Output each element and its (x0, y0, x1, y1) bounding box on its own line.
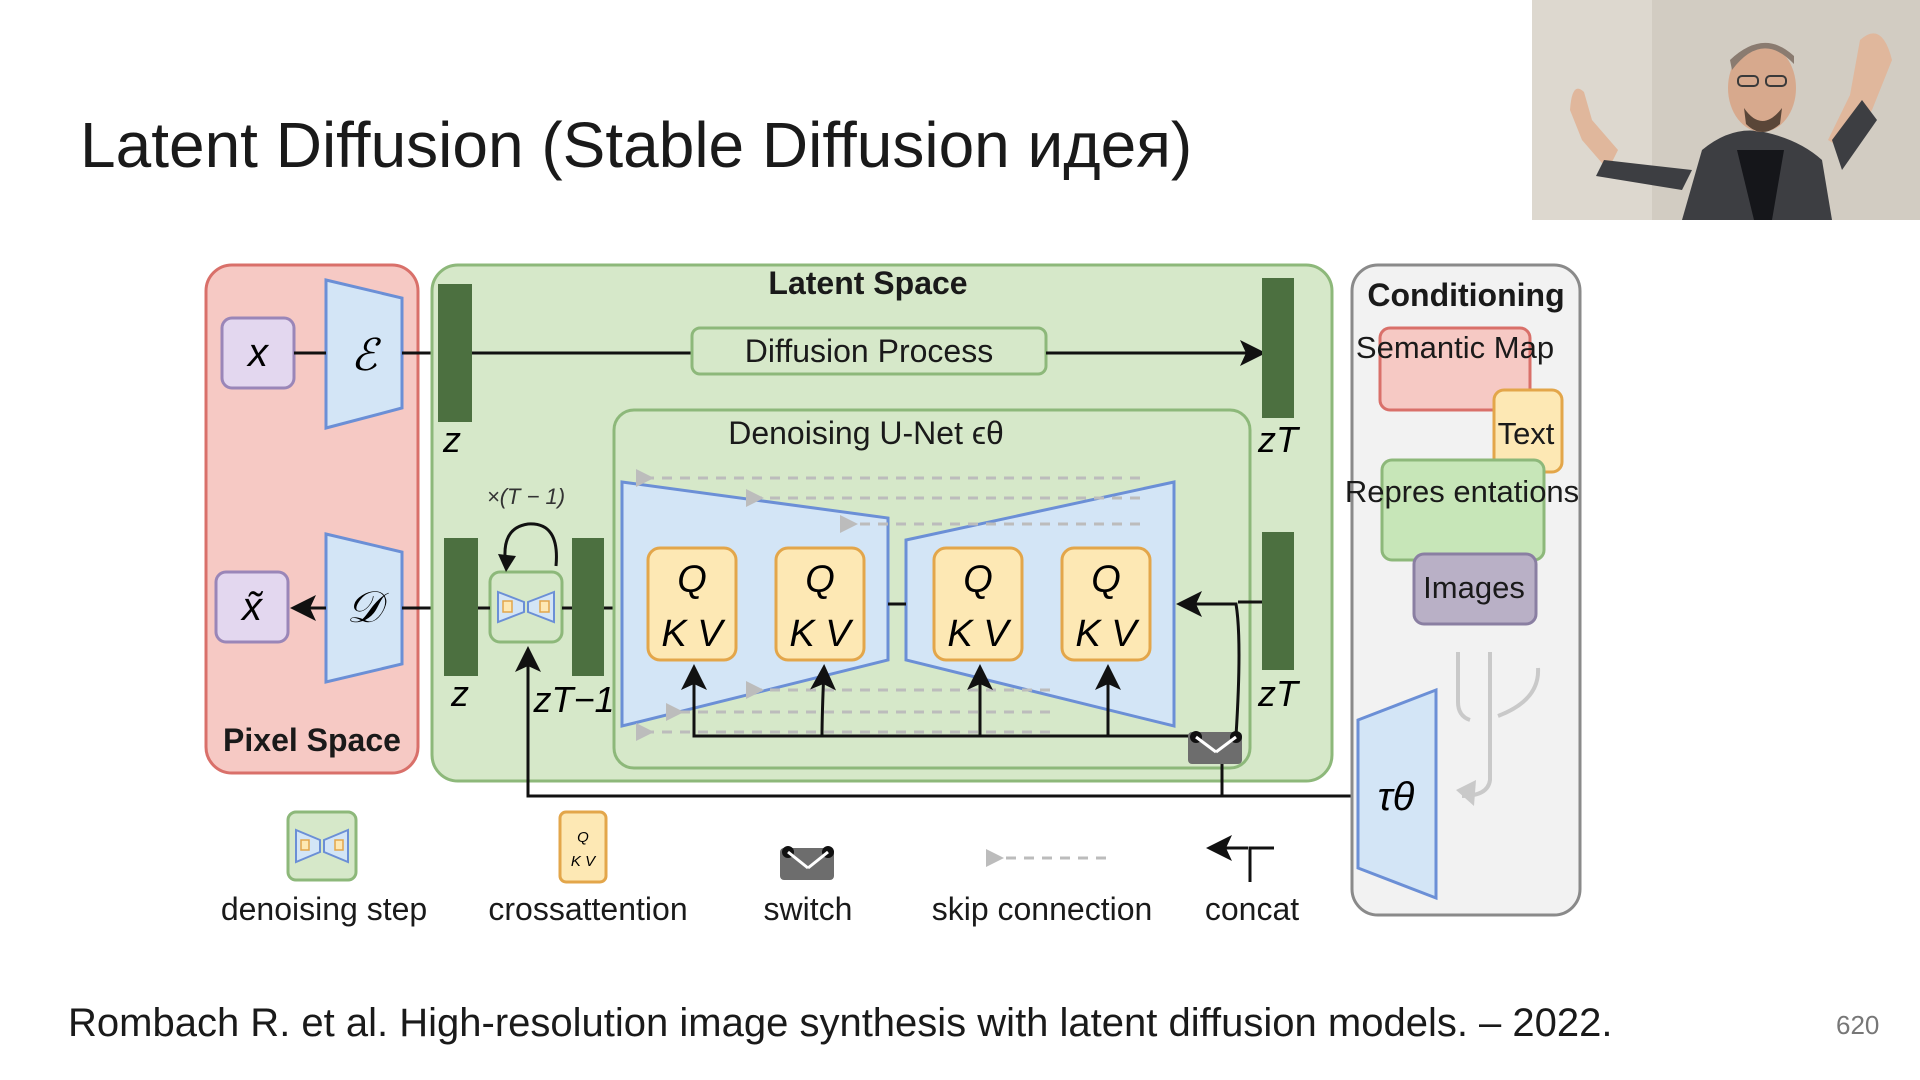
svg-text:K V: K V (661, 613, 726, 655)
denoising-step-icon (286, 810, 358, 882)
decoder-shape (324, 532, 404, 684)
latent-space-panel: Latent Space z Diffusion Process zT z ×(… (430, 263, 1360, 798)
diffusion-process-box (690, 326, 1048, 376)
svg-text:K V: K V (571, 853, 597, 870)
encoder-shape (324, 278, 404, 430)
repeat-label: ×(T − 1) (487, 484, 565, 509)
unet-label: Denoising U-Net ϵθ (728, 415, 1004, 451)
semantic-map-label: Semantic Map (1356, 330, 1554, 365)
diffusion-process-label: Diffusion Process (745, 333, 993, 369)
images-box (1412, 552, 1538, 626)
svg-text:Q: Q (963, 559, 993, 601)
zT-minus-1-label: zT−1 (532, 679, 614, 720)
tau-label: τθ (1378, 775, 1415, 819)
z-label-top: z (442, 419, 461, 460)
z-feature-bar-bottom (444, 538, 478, 676)
attention-block: Q K V (932, 546, 1024, 662)
zT-feature-bar-top (1262, 278, 1294, 418)
svg-text:Q: Q (805, 559, 835, 601)
webcam-video (1532, 0, 1920, 220)
zT-minus-1-feature-bar (572, 538, 604, 676)
legend-label: denoising step (221, 891, 427, 927)
latent-space-label: Latent Space (768, 265, 967, 301)
svg-text:K V: K V (789, 613, 854, 655)
representations-label: Repres entations (1345, 474, 1579, 509)
legend-item-crossattention: Q K V crossattention (488, 810, 688, 927)
encoder-label: ℰ (351, 331, 382, 380)
zT-feature-bar-bottom (1262, 532, 1294, 670)
slide-title: Latent Diffusion (Stable Diffusion идея) (80, 109, 1193, 181)
output-x-tilde-box (214, 570, 290, 644)
zT-label-top: zT (1257, 419, 1301, 460)
presenter-video-frame (1532, 0, 1920, 220)
conditioning-panel: Conditioning Semantic Map Text Repres en… (1345, 263, 1582, 917)
conditioning-label: Conditioning (1367, 277, 1564, 313)
legend-label: skip connection (932, 891, 1153, 927)
semantic-map-box (1378, 326, 1532, 412)
input-x-label: x (246, 331, 270, 375)
crossattention-icon (558, 810, 608, 884)
legend-item-concat: concat (1205, 835, 1299, 927)
zT-label-bottom: zT (1257, 673, 1301, 714)
text-label: Text (1498, 416, 1555, 451)
legend: denoising step Q K V crossattention swit… (221, 810, 1299, 927)
attention-block: Q K V (774, 546, 866, 662)
svg-text:Q: Q (677, 559, 707, 601)
pixel-space-panel: Pixel Space x ℰ x̃ 𝒟 (204, 263, 440, 775)
svg-text:K V: K V (1075, 613, 1140, 655)
z-label-bottom: z (450, 673, 469, 714)
pixel-space-label: Pixel Space (223, 722, 401, 758)
svg-text:Q: Q (1091, 559, 1121, 601)
citation: Rombach R. et al. High-resolution image … (68, 1001, 1613, 1045)
legend-label: switch (764, 891, 853, 927)
svg-text:Q: Q (577, 829, 589, 846)
output-x-tilde-label: x̃ (240, 585, 264, 629)
images-label: Images (1423, 570, 1525, 605)
concat-icon (1248, 846, 1274, 882)
legend-item-switch: switch (764, 846, 853, 927)
tau-encoder-shape (1356, 687, 1438, 901)
attention-block: Q K V (646, 546, 738, 662)
attention-block: Q K V (1060, 546, 1152, 662)
switch-icon (1188, 731, 1242, 764)
unet-panel: Denoising U-Net ϵθ Q K V Q K V (612, 408, 1262, 770)
page-number: 620 (1836, 1010, 1880, 1040)
legend-item-skip-connection: skip connection (932, 849, 1153, 927)
legend-label: concat (1205, 891, 1299, 927)
legend-item-denoising-step: denoising step (221, 810, 427, 927)
z-feature-bar-top (438, 284, 472, 422)
legend-label: crossattention (488, 891, 687, 927)
svg-text:K V: K V (947, 613, 1012, 655)
